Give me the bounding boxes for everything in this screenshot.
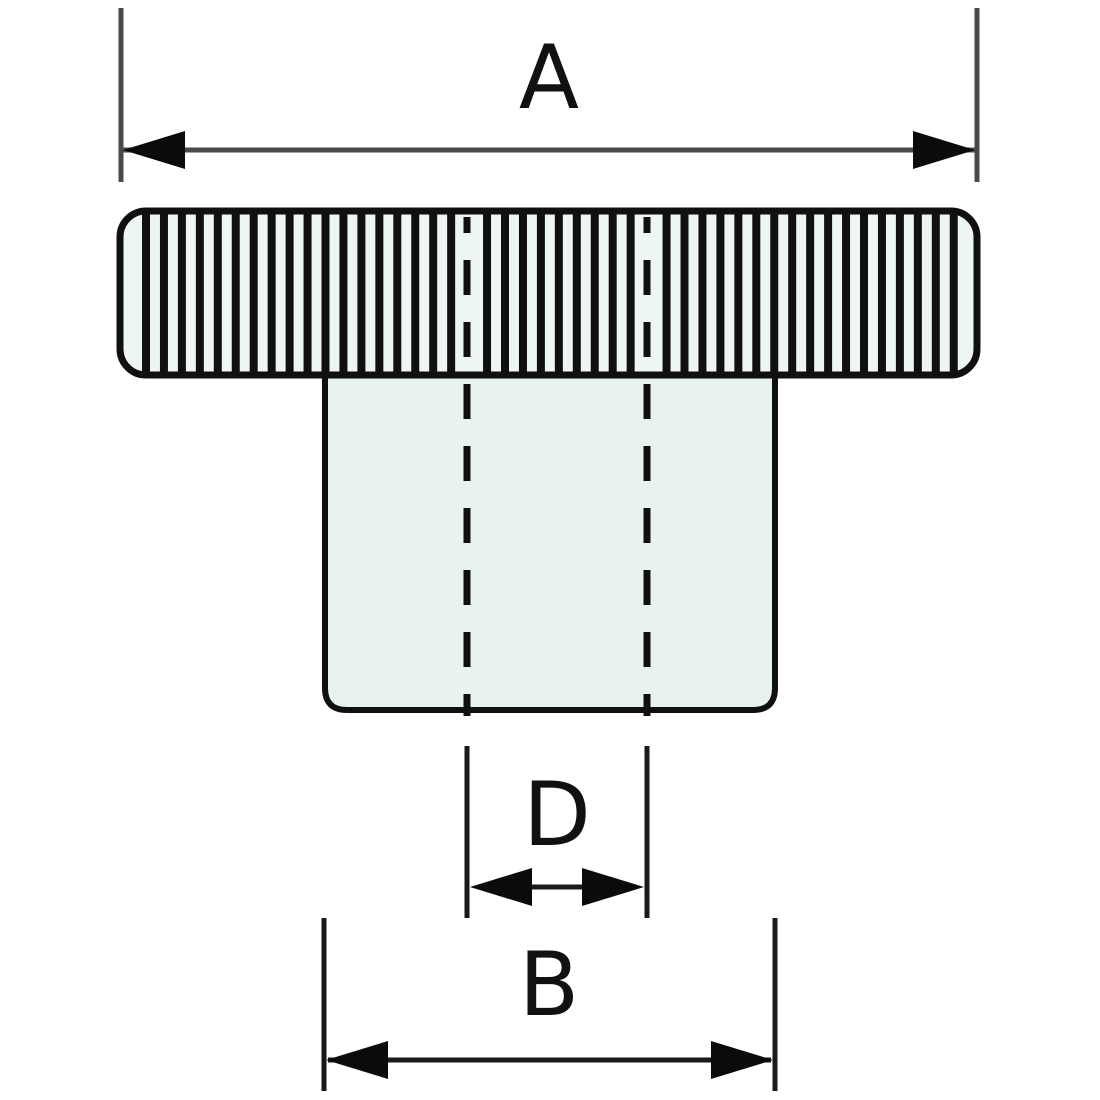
knurl-stripe <box>608 214 617 372</box>
thread-center-lines <box>463 217 651 716</box>
body-outline <box>322 371 778 713</box>
knurl-stripe <box>285 214 294 372</box>
knurl-stripe <box>895 214 904 372</box>
knurl-stripe <box>680 214 689 372</box>
nut-body <box>322 371 778 713</box>
knurl-stripe <box>752 214 761 372</box>
knurl-stripe <box>788 214 797 372</box>
knurled-head <box>116 207 981 379</box>
knurl-stripe <box>249 214 258 372</box>
head-outline <box>116 207 981 379</box>
dimension-d: D <box>464 746 650 918</box>
knurl-stripe <box>159 214 168 372</box>
knurl-stripe <box>339 214 348 372</box>
knurl-stripe <box>949 214 958 372</box>
dimension-a: A <box>118 8 980 182</box>
knurl-stripe <box>662 214 671 372</box>
knurl-stripe <box>913 214 922 372</box>
knurl-stripe <box>842 214 851 372</box>
arrowhead-b-left-icon <box>326 1041 388 1079</box>
knurl-stripe <box>716 214 725 372</box>
knurl-stripe <box>447 214 456 372</box>
knurl-stripe <box>321 214 330 372</box>
knurl-stripe <box>590 214 599 372</box>
arrowhead-d-left-icon <box>470 868 532 906</box>
knurl-stripe <box>303 214 312 372</box>
knurl-stripe <box>375 214 384 372</box>
dimension-b: B <box>321 918 778 1091</box>
knurl-stripe <box>501 214 509 372</box>
knurl-stripe <box>860 214 868 372</box>
knurl-stripe <box>931 214 940 372</box>
knurl-stripe <box>357 214 366 372</box>
knurl-stripe <box>698 214 707 372</box>
knurl-stripe <box>195 214 204 372</box>
knurl-stripe <box>806 214 815 372</box>
knurl-stripe <box>626 214 635 372</box>
dimension-label-d: D <box>523 763 591 866</box>
knurl-stripe <box>393 214 402 372</box>
knurl-stripe <box>824 214 833 372</box>
knurl-stripe <box>142 214 150 372</box>
arrowhead-b-right-icon <box>711 1041 773 1079</box>
knurl-stripe <box>213 214 222 372</box>
knurl-stripe <box>267 214 276 372</box>
arrowhead-a-left-icon <box>123 131 185 169</box>
knurl-stripe <box>770 214 779 372</box>
knurl-stripe <box>411 214 420 372</box>
knurl-stripe <box>536 214 545 372</box>
knurl-stripe <box>483 214 492 372</box>
dimension-label-a: A <box>519 26 579 129</box>
knurl-stripe <box>572 214 581 372</box>
knurl-stripe <box>429 214 438 372</box>
knurl-stripe <box>231 214 240 372</box>
knurl-stripe <box>518 214 527 372</box>
dimension-label-b: B <box>519 933 579 1036</box>
knurl-stripe <box>877 214 886 372</box>
knurl-stripe <box>734 214 743 372</box>
arrowhead-d-right-icon <box>582 868 644 906</box>
knurl-texture <box>142 214 958 372</box>
knurl-stripe <box>554 214 563 372</box>
arrowhead-a-right-icon <box>913 131 975 169</box>
knurl-stripe <box>177 214 186 372</box>
